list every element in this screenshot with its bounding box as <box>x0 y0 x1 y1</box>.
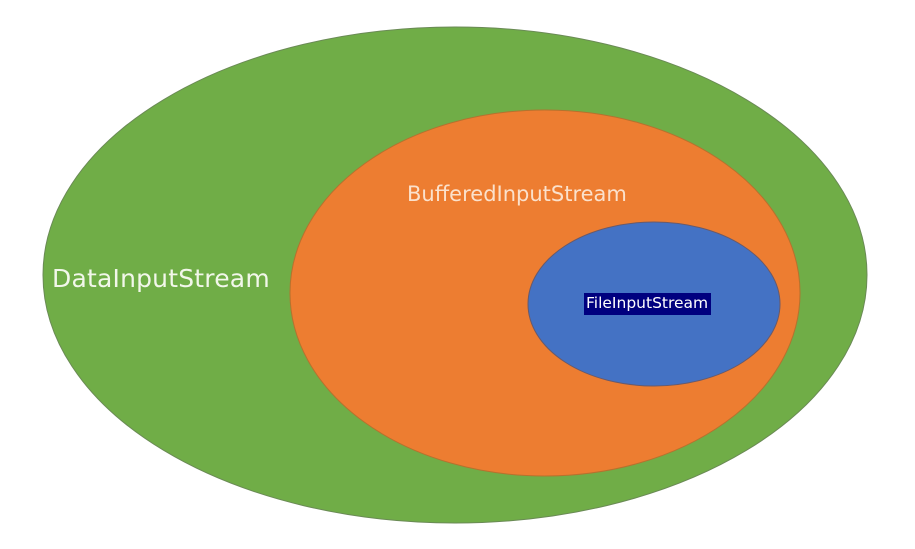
buffered-input-stream-label: BufferedInputStream <box>407 182 627 206</box>
data-input-stream-label: DataInputStream <box>52 264 270 293</box>
file-input-stream-label: FileInputStream <box>584 293 712 315</box>
